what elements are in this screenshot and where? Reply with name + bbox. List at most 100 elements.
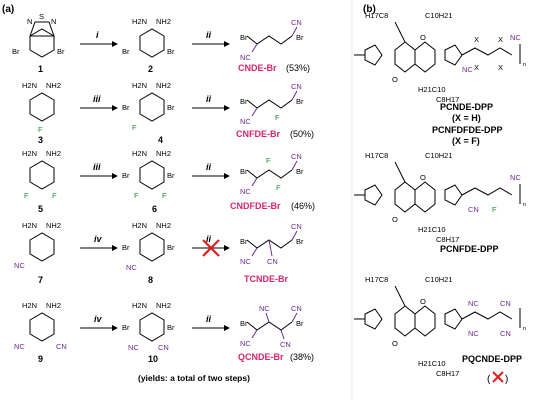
polymer-1-name: PCNDE-DPP <box>440 102 493 112</box>
arrow-ii-row3: ii <box>192 162 230 179</box>
cyano-label: CN <box>56 342 67 351</box>
cyano-label: NC <box>510 173 521 182</box>
atom-o: O <box>392 339 398 348</box>
atom-s: S <box>39 12 44 21</box>
alkyl-bot-a: H21C10 <box>418 85 446 94</box>
atom-h2n: H2N <box>132 301 147 310</box>
cyano-label: NC <box>240 117 251 126</box>
product-5-yield: (38%) <box>290 352 314 362</box>
cyano-label: CN <box>280 340 291 349</box>
product-1-yield: (53%) <box>286 63 310 73</box>
compound-5-label: 5 <box>38 204 43 214</box>
cyano-label: NC <box>259 304 270 313</box>
step-iv-label: iv <box>94 234 103 244</box>
polymer-3-structure: H17C8 C10H21 O O NC CN F n H21C10 C8H17 <box>354 151 526 244</box>
atom-o: O <box>392 75 398 84</box>
step-iii-label: iii <box>93 94 101 104</box>
compound-5: H2N NH2 F F <box>22 149 61 200</box>
atom-nh2: NH2 <box>46 149 61 158</box>
atom-n-right: N <box>51 17 56 26</box>
compound-10: H2N NH2 Br Br NC CN <box>122 301 175 352</box>
polymer-1-structure: H17C8 C10H21 O O X X X X NC NC n H21C10 … <box>354 11 526 104</box>
row-1: S N N Br Br 1 i H2N NH2 Br Br 2 ii <box>12 12 310 74</box>
atom-br: Br <box>240 319 248 328</box>
cyano-label: CN <box>500 299 511 308</box>
atom-f: F <box>276 183 281 192</box>
atom-br: Br <box>122 171 130 180</box>
product-cnde-br: Br Br CN NC <box>240 18 304 62</box>
cyano-label: CN <box>291 152 302 161</box>
failed-cross-icon: ( ) <box>487 371 508 385</box>
step-ii-label: ii <box>206 314 212 324</box>
cyano-label: CN <box>291 18 302 27</box>
atom-nh2: NH2 <box>156 81 171 90</box>
compound-2: H2N NH2 Br Br <box>122 17 175 58</box>
cross-paren-right: ) <box>505 374 508 385</box>
atom-nh2: NH2 <box>46 81 61 90</box>
atom-f: F <box>162 191 167 200</box>
arrow-iv-row4: iv <box>80 234 118 251</box>
cyano-label: CN <box>291 222 302 231</box>
cyano-label: CN <box>267 257 278 266</box>
atom-h2n: H2N <box>132 149 147 158</box>
step-iii-label: iii <box>93 162 101 172</box>
atom-br: Br <box>240 237 248 246</box>
product-3-name: CNDFDE-Br <box>230 201 281 211</box>
cyano-label: NC <box>240 257 251 266</box>
cyano-label: NC <box>126 263 137 272</box>
cyano-label: NC <box>240 339 251 348</box>
atom-br-right: Br <box>167 47 175 56</box>
alkyl-top-b: C10H21 <box>425 275 453 284</box>
atom-br: Br <box>122 103 130 112</box>
atom-br: Br <box>240 167 248 176</box>
atom-f: F <box>275 113 280 122</box>
product-cndfde-br: Br Br CN NC F F <box>240 152 304 196</box>
polymer-4-name: PQCNDE-DPP <box>462 354 522 364</box>
atom-br: Br <box>296 319 304 328</box>
product-2-yield: (50%) <box>290 129 314 139</box>
alkyl-top-a: H17C8 <box>365 275 388 284</box>
atom-o: O <box>420 173 426 182</box>
cyano-label: NC <box>240 187 251 196</box>
atom-br: Br <box>167 103 175 112</box>
compound-4: H2N NH2 Br Br F <box>122 81 175 132</box>
cross-paren-left: ( <box>487 374 491 385</box>
atom-n-left: N <box>27 17 32 26</box>
atom-o: O <box>392 215 398 224</box>
yields-note: (yields: a total of two steps) <box>138 373 250 383</box>
cyano-label: CN <box>500 329 511 338</box>
arrow-iv-row5: iv <box>80 314 118 331</box>
panel-b-label: (b) <box>363 4 376 15</box>
compound-6-label: 6 <box>152 204 157 214</box>
atom-nh2: NH2 <box>156 221 171 230</box>
atom-f: F <box>266 156 271 165</box>
row-3: H2N NH2 F F 5 iii H2N NH2 Br Br F F 6 ii <box>22 149 315 214</box>
compound-6: H2N NH2 Br Br F F <box>122 149 175 200</box>
repeat-n: n <box>523 326 526 332</box>
atom-h2n: H2N <box>22 221 37 230</box>
cyano-label: CN <box>291 82 302 91</box>
atom-br-left: Br <box>122 47 130 56</box>
alkyl-bot-a: H21C10 <box>418 359 446 368</box>
repeat-n: n <box>523 202 526 208</box>
product-1-name: CNDE-Br <box>238 63 277 73</box>
atom-h2n: H2N <box>132 17 147 26</box>
cyano-label: CN <box>158 343 169 352</box>
cyano-label: CN <box>468 205 479 214</box>
alkyl-bot-a: H21C10 <box>418 225 446 234</box>
compound-1: S N N Br Br <box>12 12 65 58</box>
atom-nh2: NH2 <box>156 301 171 310</box>
alkyl-bot-b: C8H17 <box>436 369 459 378</box>
product-cnfde-br: Br Br CN NC F <box>240 82 304 126</box>
compound-7-label: 7 <box>38 275 43 285</box>
atom-h2n: H2N <box>22 301 37 310</box>
alkyl-top-a: H17C8 <box>365 11 388 20</box>
atom-nh2: NH2 <box>156 149 171 158</box>
atom-br: Br <box>122 323 130 332</box>
atom-x: X <box>498 35 503 44</box>
product-qcnde-br: Br Br CN NC NC CN <box>240 304 304 349</box>
atom-br: Br <box>167 171 175 180</box>
product-3-yield: (46%) <box>291 201 315 211</box>
compound-2-label: 2 <box>148 64 153 74</box>
compound-9-label: 9 <box>38 354 43 364</box>
